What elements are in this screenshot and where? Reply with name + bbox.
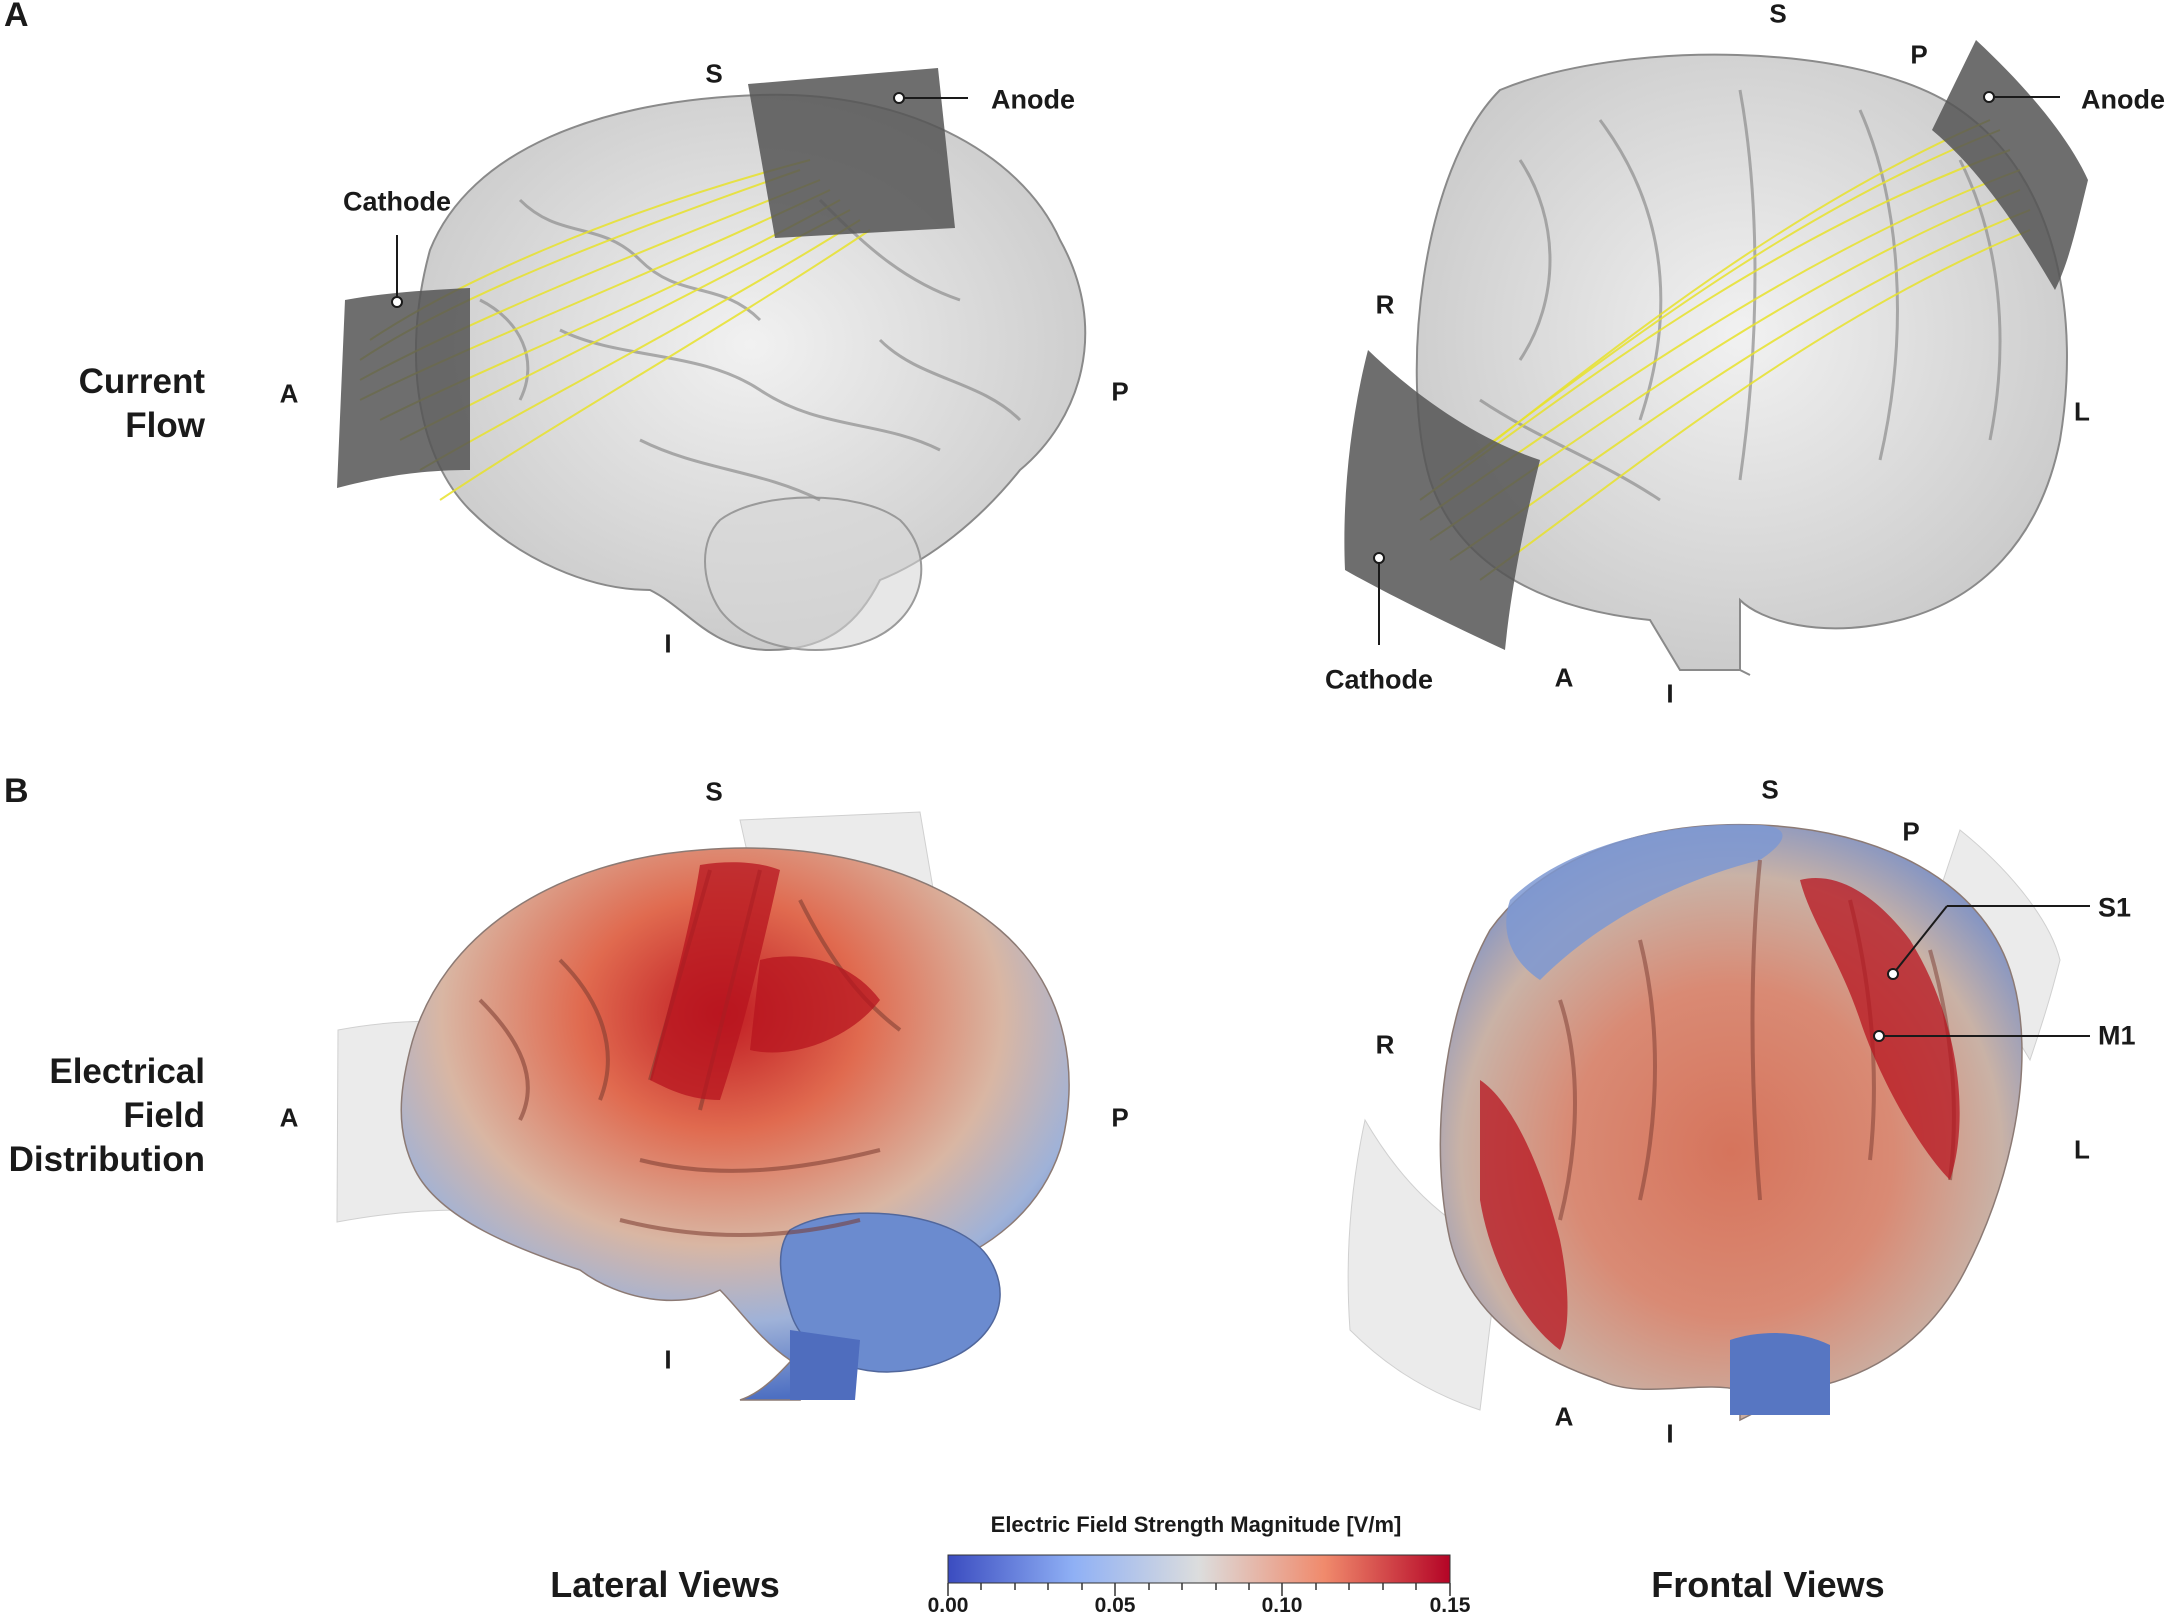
row-title-line: Electrical: [49, 1052, 205, 1091]
frontal-views-title: Frontal Views: [1651, 1564, 1885, 1605]
callout-lines-lateral: [391, 92, 968, 308]
motor-strip-lateral: [650, 862, 880, 1100]
panel-letter-a: A: [4, 0, 29, 34]
callout-lines-frontal: [1373, 91, 2060, 645]
row-title-line: Flow: [125, 406, 205, 445]
colorbar-gradient: [947, 1554, 1451, 1584]
s1-label: S1: [2098, 892, 2132, 923]
orient-anterior: A: [1554, 662, 1574, 693]
cathode-label-lateral: Cathode: [343, 186, 451, 217]
row-title-line: Current: [78, 362, 205, 401]
row-title-current-flow: Current Flow: [0, 360, 205, 448]
sulci-lines-frontal: [1479, 89, 2002, 502]
m1-label: M1: [2098, 1020, 2136, 1051]
orient-left: L: [2074, 1134, 2090, 1165]
orient-inferior: I: [664, 1344, 672, 1375]
orient-inferior: I: [1666, 1418, 1674, 1449]
row-title-line: Field: [123, 1096, 205, 1135]
anode-electrode-frontal: [1932, 40, 2088, 290]
colorbar-tick-label: 0.10: [1261, 1594, 1303, 1617]
row-title-electrical-field: Electrical Field Distribution: [0, 1050, 205, 1182]
orient-right: R: [1375, 1029, 1395, 1060]
lateral-field-view: [336, 811, 1070, 1401]
cathode-electrode-frontal: [1344, 350, 1540, 650]
orient-posterior: P: [1111, 1102, 1129, 1133]
orient-anterior: A: [279, 378, 299, 409]
orient-inferior: I: [664, 628, 672, 659]
orient-anterior: A: [1554, 1401, 1574, 1432]
brainstem-field-lateral: [790, 1330, 860, 1400]
anode-label-frontal: Anode: [2081, 84, 2165, 115]
orient-posterior: P: [1902, 816, 1920, 847]
colorbar-title: Electric Field Strength Magnitude [V/m]: [990, 1512, 1402, 1537]
orient-superior: S: [1761, 774, 1779, 805]
orient-anterior: A: [279, 1102, 299, 1133]
lateral-views-title: Lateral Views: [550, 1564, 780, 1605]
frontal-current-flow-view: [1344, 40, 2088, 676]
cerebellum-field-frontal: [1730, 1333, 1830, 1415]
orient-right: R: [1375, 289, 1395, 320]
lateral-current-flow-view: [337, 68, 1087, 652]
colorbar: [947, 1554, 1451, 1596]
orient-superior: S: [705, 58, 723, 89]
cathode-electrode-lateral: [337, 288, 470, 488]
orient-superior: S: [1769, 0, 1787, 29]
sulci-lines-lateral: [479, 198, 1022, 502]
hotspot-frontal: [1480, 878, 1960, 1350]
colorbar-minor-ticks: [947, 1583, 1451, 1596]
anode-label-lateral: Anode: [991, 84, 1075, 115]
anode-electrode-lateral: [748, 68, 955, 238]
orient-inferior: I: [1666, 678, 1674, 709]
panel-letter-b: B: [4, 772, 29, 810]
orient-posterior: P: [1111, 376, 1129, 407]
top-cap-frontal: [1506, 824, 1783, 980]
orient-posterior: P: [1910, 39, 1928, 70]
row-title-line: Distribution: [8, 1140, 205, 1179]
colorbar-tick-label: 0.15: [1429, 1594, 1471, 1617]
orient-superior: S: [705, 776, 723, 807]
callout-lines-frontal-b: [1873, 905, 2090, 1042]
cerebellum-field-lateral: [779, 1212, 1001, 1373]
frontal-field-view: [1347, 823, 2090, 1422]
colorbar-tick-label: 0.00: [927, 1594, 969, 1617]
cathode-label-frontal: Cathode: [1325, 664, 1433, 695]
orient-left: L: [2074, 396, 2090, 427]
cerebellum-lateral: [704, 496, 923, 651]
colorbar-tick-label: 0.05: [1094, 1594, 1136, 1617]
